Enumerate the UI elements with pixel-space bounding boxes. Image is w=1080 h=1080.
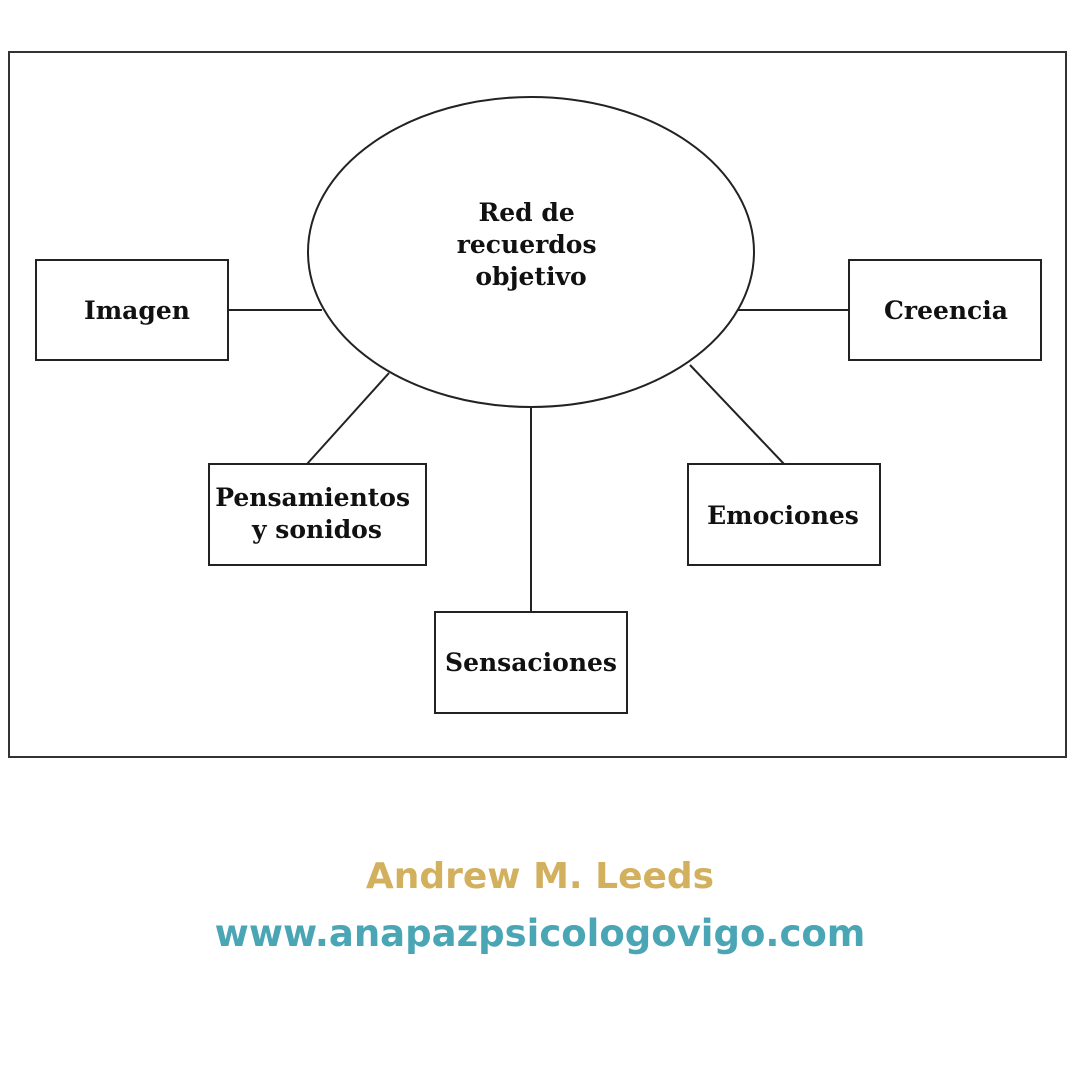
node-sensaciones-box [434, 611, 628, 714]
central-line-2: recuerdos [457, 230, 597, 259]
node-pensamientos-line-2: y sonidos [251, 515, 382, 544]
node-pensamientos-label: Pensamientos y sonidos [215, 483, 419, 544]
website-url[interactable]: www.anapazpsicologovigo.com [214, 912, 866, 955]
diagram-frame [8, 51, 1067, 758]
node-sensaciones: Sensaciones [434, 611, 628, 714]
central-line-1: Red de [479, 198, 575, 227]
node-emociones-label: Emociones [707, 501, 859, 530]
node-imagen-label: Imagen [84, 296, 190, 325]
node-emociones: Emociones [687, 463, 881, 566]
central-memory-label: Red de recuerdos objetivo [457, 198, 606, 291]
node-emociones-box [687, 463, 881, 566]
node-creencia-box [848, 259, 1042, 361]
connector-emociones [689, 364, 785, 465]
central-memory-ellipse [307, 96, 755, 408]
node-creencia: Creencia [848, 259, 1042, 361]
node-pensamientos-line-1: Pensamientos [215, 483, 410, 512]
node-imagen-box [35, 259, 229, 361]
node-pensamientos: Pensamientos y sonidos [208, 463, 427, 566]
connector-pensamientos [306, 372, 390, 465]
node-pensamientos-box [208, 463, 427, 566]
central-line-3: objetivo [475, 262, 586, 291]
node-imagen: Imagen [35, 259, 229, 361]
node-creencia-label: Creencia [884, 296, 1008, 325]
author-credit: Andrew M. Leeds [365, 856, 715, 897]
node-sensaciones-label: Sensaciones [445, 648, 617, 677]
